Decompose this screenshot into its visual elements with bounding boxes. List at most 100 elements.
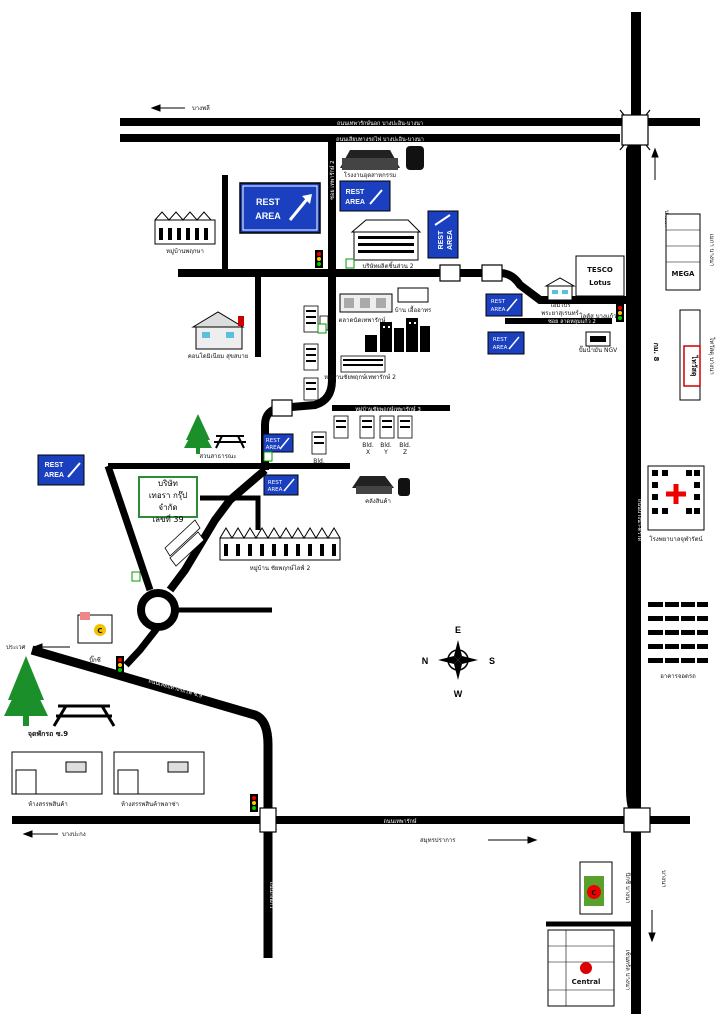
bigc-right: C บิ๊กซี บางนา bbox=[579, 861, 633, 915]
road-label-bottom: ถนนเทพารักษ์ bbox=[384, 818, 417, 825]
road-label-top: ถนนเทพารักษ์นอก บางปะอิน-บางนา bbox=[337, 120, 423, 127]
compass-rose: E W N S bbox=[422, 625, 495, 699]
svg-text:AREA: AREA bbox=[345, 199, 365, 206]
road-diagonal bbox=[30, 645, 273, 958]
svg-text:หมู่บ้านพฤกษา: หมู่บ้านพฤกษา bbox=[166, 248, 204, 255]
warehouse: คลังสินค้า bbox=[352, 476, 410, 505]
direction-pracha: ประเวศ bbox=[6, 644, 26, 651]
svg-text:สวนสาธารณะ: สวนสาธารณะ bbox=[199, 453, 236, 460]
svg-text:C: C bbox=[97, 627, 102, 635]
svg-text:โฮมโปร: โฮมโปร bbox=[549, 301, 571, 309]
svg-text:7: 7 bbox=[320, 327, 324, 333]
bld-x-label: Bld. bbox=[362, 442, 374, 449]
svg-text:TESCO: TESCO bbox=[587, 266, 613, 274]
traffic-lights bbox=[116, 250, 624, 812]
svg-text:AREA: AREA bbox=[44, 472, 64, 479]
rest-area-sign-left: REST AREA bbox=[37, 454, 85, 486]
homepro: โฮมโปร พระยาสุเรนทร์ bbox=[541, 277, 580, 317]
parking-building: อาคารจอดรถ bbox=[648, 602, 708, 680]
direction-bangna-right: บางนา bbox=[660, 870, 667, 888]
bld-label: Bld. bbox=[313, 458, 325, 465]
svg-text:ปั๊มน้ำมัน NGV: ปั๊มน้ำมัน NGV bbox=[579, 344, 618, 354]
direction-bangphli: บางพลี bbox=[192, 104, 210, 112]
svg-text:โรงพยาบาลจุฬารัตน์: โรงพยาบาลจุฬารัตน์ bbox=[649, 535, 702, 543]
svg-text:REST: REST bbox=[266, 438, 281, 444]
ngv-station: ปั๊มน้ำมัน NGV bbox=[579, 331, 618, 354]
svg-text:อาคารจอดรถ: อาคารจอดรถ bbox=[660, 673, 696, 680]
factory-top: โรงงานอุตสาหกรรม bbox=[340, 146, 424, 179]
svg-text:7: 7 bbox=[348, 262, 352, 268]
svg-text:REST: REST bbox=[438, 230, 445, 249]
svg-text:C: C bbox=[591, 889, 596, 897]
bigc-left: C บิ๊กซี bbox=[77, 612, 113, 664]
city-buildings: บ้าน เอื้ออาทร bbox=[365, 287, 432, 352]
road-label-small: ซอย ลาดหลุมแก้ว 2 bbox=[548, 318, 596, 325]
roundabout bbox=[137, 589, 179, 631]
bld-xyz bbox=[311, 415, 413, 455]
svg-text:AREA: AREA bbox=[493, 345, 508, 351]
market-mid: ตลาดนัดเทพารักษ์ bbox=[339, 293, 393, 324]
rest-area-sign-vertical: REST AREA bbox=[427, 210, 459, 259]
svg-text:เซ็นทรัล บางนา: เซ็นทรัล บางนา bbox=[624, 950, 633, 991]
svg-text:บริษัทผลิตชิ้นส่วน 2: บริษัทผลิตชิ้นส่วน 2 bbox=[362, 260, 413, 270]
company-location-box: บริษัท เทอรา กรุ๊ป จำกัด เลขที่ 39 bbox=[138, 476, 198, 524]
road-center-vertical bbox=[261, 138, 336, 470]
rest-stop-lower: จุดพักรถ ซ.9 bbox=[4, 656, 116, 738]
svg-text:REST: REST bbox=[45, 462, 64, 469]
svg-text:บิ๊กซี บางนา: บิ๊กซี บางนา bbox=[624, 872, 633, 903]
rest-area-sign-5: REST AREA bbox=[487, 331, 525, 355]
svg-text:AREA: AREA bbox=[266, 445, 281, 451]
compass-top: E bbox=[455, 625, 461, 635]
park-top: สวนสาธารณะ bbox=[184, 414, 246, 460]
svg-text:Central: Central bbox=[572, 978, 601, 986]
svg-text:โรงงานอุตสาหกรรม: โรงงานอุตสาหกรรม bbox=[344, 171, 396, 179]
svg-text:AREA: AREA bbox=[268, 487, 283, 493]
svg-text:AREA: AREA bbox=[447, 230, 454, 250]
svg-text:ไทวัสดุ: ไทวัสดุ bbox=[690, 355, 699, 377]
svg-text:เมกา บางนา: เมกา บางนา bbox=[708, 234, 715, 267]
apartment-blocks bbox=[303, 305, 386, 401]
bld-y-label: Bld. bbox=[380, 442, 392, 449]
svg-text:REST: REST bbox=[493, 337, 508, 343]
svg-text:REST: REST bbox=[256, 197, 281, 207]
svg-text:MEGA: MEGA bbox=[672, 270, 695, 278]
rest-area-sign-big: REST AREA bbox=[239, 182, 321, 234]
svg-text:X: X bbox=[366, 449, 370, 456]
svg-text:Y: Y bbox=[383, 449, 388, 456]
village-left: หมู่บ้านพฤกษา bbox=[154, 211, 216, 255]
direction-samutprakan: สมุทรปราการ bbox=[420, 837, 456, 844]
svg-text:ตลาดนัดเทพารักษ์: ตลาดนัดเทพารักษ์ bbox=[339, 316, 386, 324]
svg-text:REST: REST bbox=[268, 480, 283, 486]
hospital-right: โรงพยาบาลจุฬารัตน์ bbox=[647, 465, 705, 543]
svg-text:AREA: AREA bbox=[491, 307, 506, 313]
village-a-label: หมู่บ้านชัยพฤกษ์เทพารักษ์ 2 bbox=[324, 373, 396, 381]
compass-left: N bbox=[422, 656, 429, 666]
road-label-right: ถนนบางนา-ตราด bbox=[636, 499, 642, 542]
svg-text:บ้าน เอื้ออาทร: บ้าน เอื้ออาทร bbox=[395, 304, 432, 314]
svg-text:บิ๊กซี: บิ๊กซี bbox=[89, 655, 101, 664]
seven-eleven-icons: 7 7 7 7 bbox=[131, 258, 355, 582]
svg-text:Lotus: Lotus bbox=[589, 279, 611, 287]
company-line-3: เลขที่ 39 bbox=[152, 515, 184, 524]
svg-text:จุดพักรถ ซ.9: จุดพักรถ ซ.9 bbox=[28, 730, 68, 738]
svg-text:โลตัส บางแก้ว: โลตัส บางแก้ว bbox=[579, 312, 616, 320]
rest-area-signs: REST AREA REST AREA REST AREA REST AREA … bbox=[37, 180, 525, 496]
svg-text:7: 7 bbox=[134, 575, 138, 581]
svg-text:REST: REST bbox=[491, 299, 506, 305]
rest-area-sign-2: REST AREA bbox=[339, 180, 391, 212]
road-label-center: ซอย เทพารักษ์ 2 bbox=[329, 160, 336, 199]
svg-text:AREA: AREA bbox=[255, 211, 281, 221]
central-bangna: Central เซ็นทรัล บางนา bbox=[547, 929, 633, 1007]
shop-1: ห้างสรรพสินค้า bbox=[11, 751, 103, 808]
svg-text:ห้างสรรพสินค้า: ห้างสรรพสินค้า bbox=[28, 801, 67, 808]
svg-text:หมู่บ้าน ชัยพฤกษ์ไลฟ์ 2: หมู่บ้าน ชัยพฤกษ์ไลฟ์ 2 bbox=[250, 564, 311, 572]
shop-2: ห้างสรรพสินค้าพลาซ่า bbox=[113, 751, 205, 808]
bld-z-label: Bld. bbox=[399, 442, 411, 449]
km-8-label: กม. 8 bbox=[652, 343, 660, 362]
factory-mid: บริษัทผลิตชิ้นส่วน 2 bbox=[350, 219, 422, 270]
svg-text:ไทวัสดุ บางนา: ไทวัสดุ บางนา bbox=[708, 336, 716, 374]
svg-text:7: 7 bbox=[266, 455, 270, 461]
road-label-lower-vertical: ถนนกิ่งแก้ว bbox=[268, 882, 276, 909]
rest-area-sign-7: REST AREA bbox=[263, 474, 299, 496]
